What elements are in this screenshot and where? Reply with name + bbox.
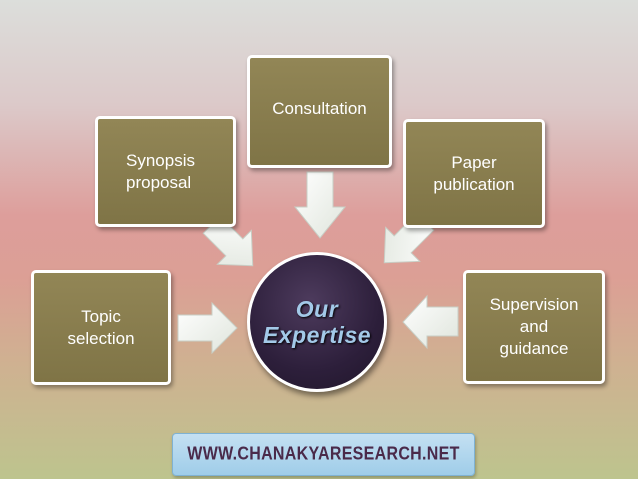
consultation-box: Consultation [247,55,392,168]
consultation-label: Consultation [272,99,367,118]
arrow-consultation [293,171,347,239]
arrow-topic [177,301,238,355]
paper-publication-label: Paper publication [433,152,515,194]
website-link[interactable]: WWW.CHANAKYARESEARCH.NET [187,444,460,464]
paper-publication-box: Paper publication [403,119,545,228]
website-banner[interactable]: WWW.CHANAKYARESEARCH.NET [172,433,475,476]
our-expertise-label: Our Expertise [262,296,372,348]
topic-selection-box: Topic selection [31,270,171,385]
supervision-guidance-label: Supervision and guidance [489,295,579,358]
topic-selection-label: Topic selection [67,306,135,348]
arrow-synopsis [202,215,254,267]
arrow-supervision [402,294,459,350]
synopsis-proposal-label: Synopsis proposal [126,150,195,192]
supervision-guidance-box: Supervision and guidance [463,270,605,384]
our-expertise-circle: Our Expertise [247,252,387,392]
synopsis-proposal-box: Synopsis proposal [95,116,236,227]
